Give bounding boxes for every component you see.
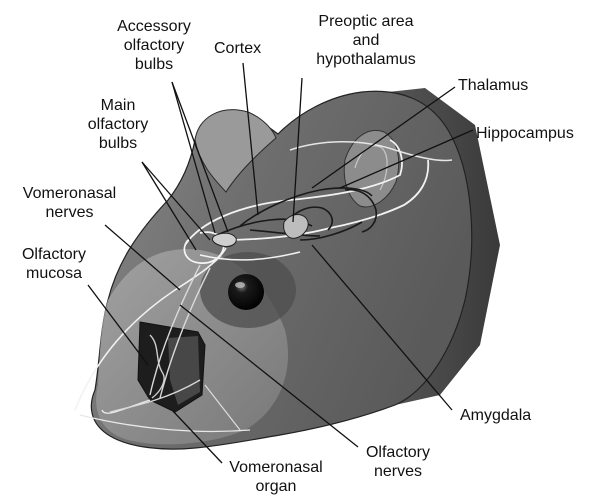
label-hippocampus: Hippocampus — [476, 124, 574, 143]
label-accessory-olfactory-bulbs: Accessory olfactory bulbs — [104, 17, 204, 74]
label-amygdala: Amygdala — [460, 406, 531, 425]
label-main-olfactory-bulbs: Main olfactory bulbs — [68, 96, 168, 153]
label-vomeronasal-organ: Vomeronasal organ — [216, 458, 336, 496]
label-thalamus: Thalamus — [458, 76, 528, 95]
label-olfactory-nerves: Olfactory nerves — [348, 443, 448, 481]
label-olfactory-mucosa: Olfactory mucosa — [4, 245, 104, 283]
label-cortex: Cortex — [214, 39, 261, 58]
eye-icon — [228, 274, 264, 310]
label-preoptic-area-hypothalamus: Preoptic area and hypothalamus — [296, 12, 436, 69]
label-vomeronasal-nerves: Vomeronasal nerves — [12, 184, 127, 222]
